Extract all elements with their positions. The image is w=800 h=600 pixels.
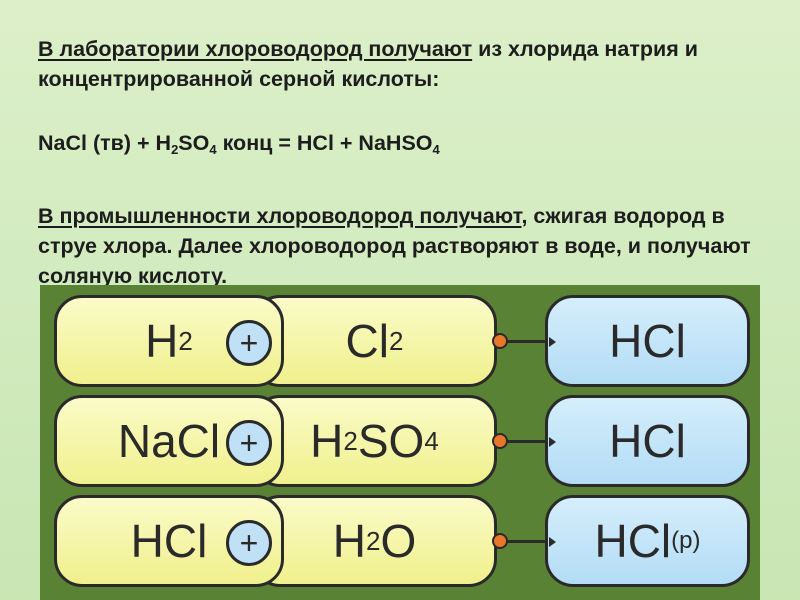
formula-text: SO xyxy=(357,415,425,467)
lab-equation: NaCl (тв) + H2SO4 конц = HCl + NaHSO4 xyxy=(38,128,440,158)
equation-part: SO xyxy=(178,131,210,155)
formula-text: Cl xyxy=(345,315,389,367)
arrow-line xyxy=(502,440,548,443)
formula-state: (p) xyxy=(671,527,701,554)
formula-text: H xyxy=(145,315,179,367)
arrow-line xyxy=(502,340,548,343)
equation-subscript: 4 xyxy=(432,142,440,157)
industry-method-text: , сжигая водород в струе хлора. Далее хл… xyxy=(38,204,751,288)
formula-text: HCl xyxy=(130,515,208,567)
formula-subscript: 4 xyxy=(424,425,439,456)
connector-dot-icon xyxy=(492,533,508,549)
plus-icon: + xyxy=(226,520,272,566)
arrow-line xyxy=(502,540,548,543)
product-box: HCl(p) xyxy=(545,495,750,587)
equation-part: NaCl (тв) + H xyxy=(38,131,172,155)
formula-text: O xyxy=(380,515,417,567)
arrow-head-icon xyxy=(549,337,556,347)
product-box: HCl xyxy=(545,395,750,487)
formula-subscript: 2 xyxy=(178,325,193,356)
formula-text: H xyxy=(332,515,366,567)
formula-subscript: 2 xyxy=(365,525,381,556)
lab-method-paragraph: В лаборатории хлороводород получают из х… xyxy=(38,34,778,94)
equation-subscript: 2 xyxy=(171,142,179,157)
industry-method-heading: В промышленности хлороводород получают xyxy=(38,204,522,228)
lab-method-heading: В лаборатории хлороводород получают xyxy=(38,37,473,61)
arrow-head-icon xyxy=(549,537,556,547)
product-box: HCl xyxy=(545,295,750,387)
lab-method-text: из хлорида натрия и концентрированной се… xyxy=(38,37,698,91)
plus-icon: + xyxy=(226,320,272,366)
formula-text: HCl xyxy=(609,315,686,367)
formula-text: HCl xyxy=(609,415,686,467)
industry-method-paragraph: В промышленности хлороводород получают, … xyxy=(38,201,778,291)
formula-subscript: 2 xyxy=(388,325,404,356)
equation-subscript: 4 xyxy=(209,142,217,157)
formula-text: H xyxy=(310,415,344,467)
reactant-box-1: HCl xyxy=(54,495,284,587)
formula-subscript: 2 xyxy=(343,425,358,456)
connector-dot-icon xyxy=(492,433,508,449)
formula-text: NaCl xyxy=(117,415,221,467)
arrow-head-icon xyxy=(549,437,556,447)
connector-dot-icon xyxy=(492,333,508,349)
formula-text: HCl xyxy=(594,515,672,567)
equation-part: конц = HCl + NaHSO xyxy=(216,131,433,155)
plus-icon: + xyxy=(226,420,272,466)
